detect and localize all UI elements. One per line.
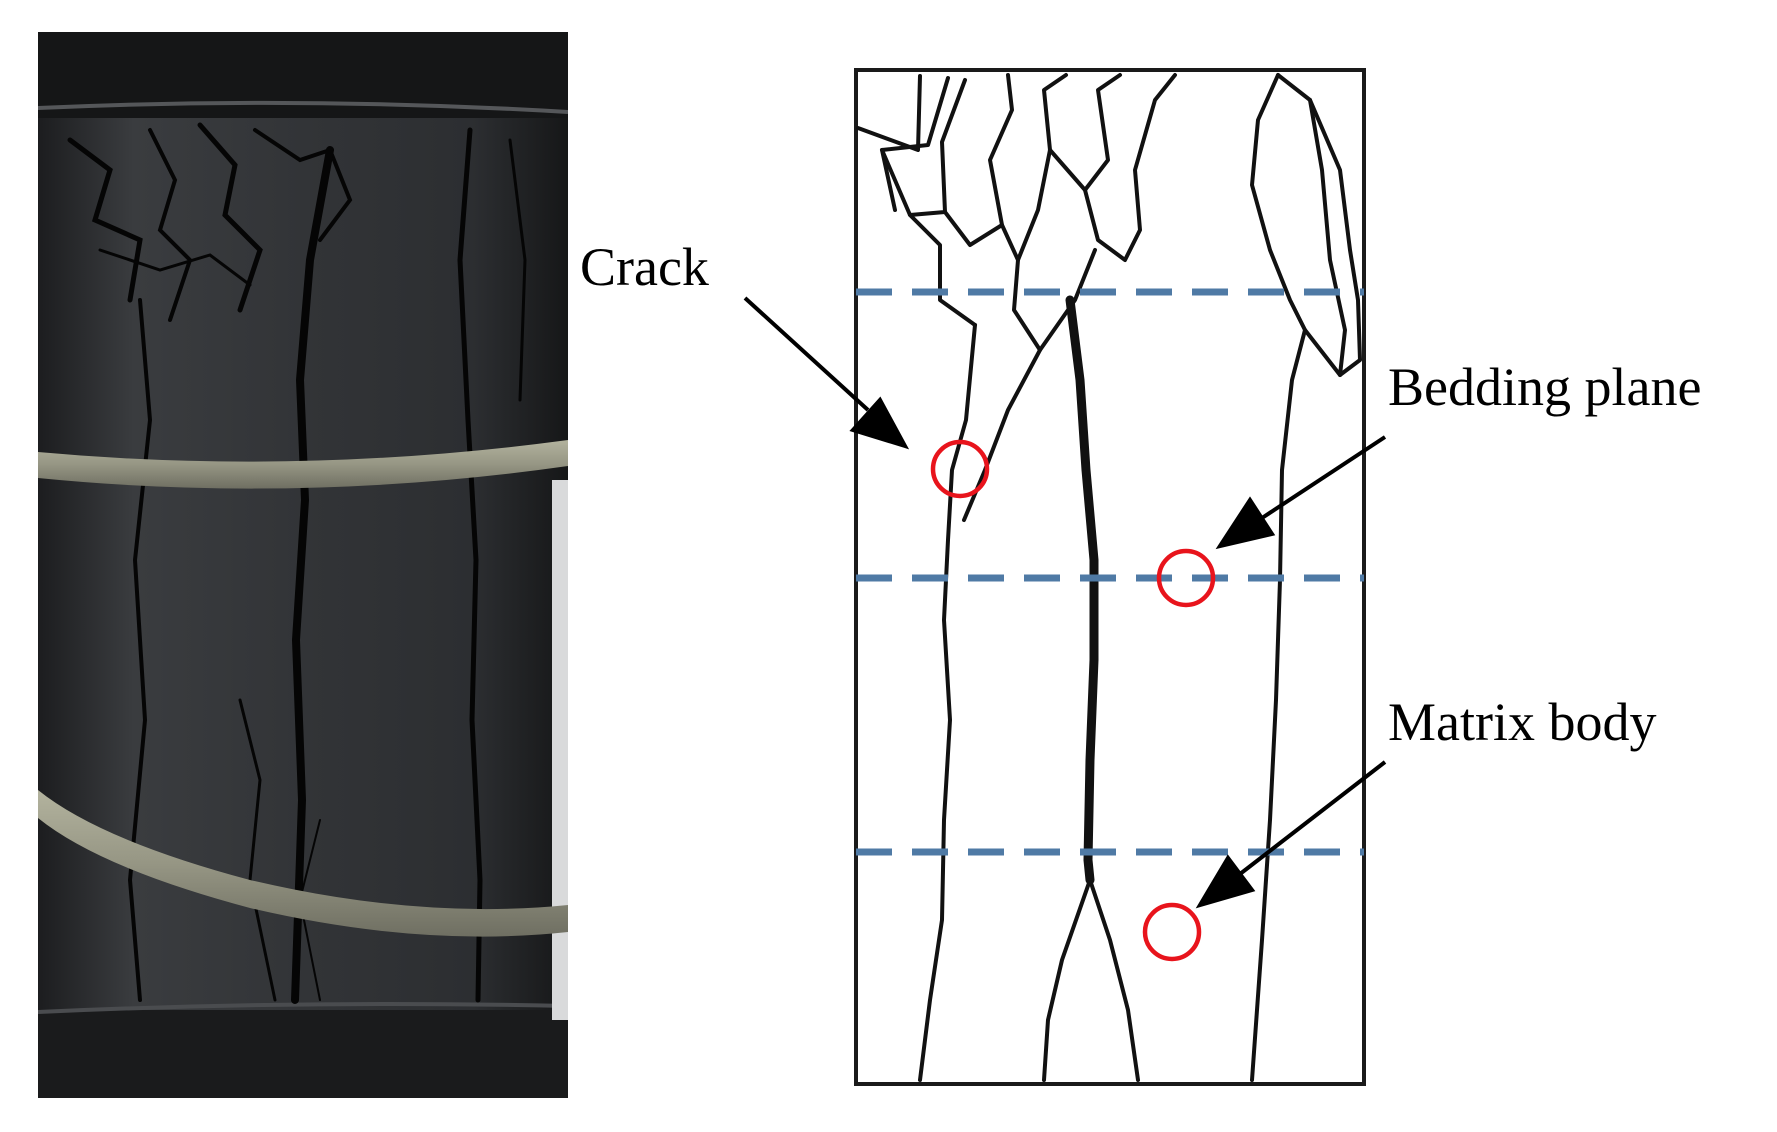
- sketch-crack: [1276, 73, 1362, 377]
- specimen-photo: [38, 32, 568, 1098]
- sketch-crack: [1048, 73, 1122, 192]
- tape-band-lower: [38, 790, 568, 937]
- bedding-plane-arrow-shaft: [1260, 435, 1387, 520]
- bedding-plane-marker-circle: [1156, 548, 1216, 608]
- crack-label: Crack: [580, 237, 709, 297]
- crack-sketch: Crack Bedding plane Matrix body: [580, 68, 1701, 1086]
- photo-right-backdrop: [552, 480, 568, 1020]
- specimen-cap-edge: [38, 100, 568, 114]
- matrix-body-arrow-shaft: [1238, 760, 1387, 876]
- specimen-crack: [67, 137, 143, 303]
- matrix-body-marker-circle: [1142, 902, 1202, 962]
- sketch-crack: [1308, 98, 1347, 377]
- specimen-cracks: [67, 122, 527, 1004]
- specimen-crack: [98, 248, 252, 287]
- specimen-crack: [238, 698, 277, 1002]
- specimen-base-edge: [38, 1002, 568, 1014]
- sketch-crack: [908, 213, 977, 327]
- sketch-crack: [918, 323, 977, 1082]
- specimen-crack: [127, 298, 153, 1002]
- sketch-crack: [880, 76, 950, 212]
- specimen-crack: [508, 138, 527, 402]
- sketch-crack: [1000, 73, 1068, 262]
- crack-arrow-head: [849, 396, 910, 450]
- sketch-crack: [962, 348, 1042, 522]
- annotation-arrows: [743, 296, 1387, 909]
- crack-arrow-shaft: [743, 296, 870, 412]
- crack-marker-circle: [930, 439, 990, 499]
- specimen-crack: [148, 128, 193, 322]
- tape-band-upper: [38, 440, 568, 489]
- sketch-crack: [943, 73, 1014, 247]
- sketch-crack: [1083, 73, 1177, 262]
- sketch-crack: [856, 74, 922, 152]
- specimen-crack: [457, 127, 483, 1003]
- sketch-crack-main: [1065, 295, 1099, 885]
- sketch-crack-lines: [856, 73, 1362, 1082]
- specimen-crack: [197, 122, 263, 313]
- matrix-body-arrow-head: [1195, 854, 1256, 909]
- matrix-body-label: Matrix body: [1388, 692, 1656, 752]
- marker-circles: [930, 439, 1216, 962]
- bedding-plane-label: Bedding plane: [1388, 357, 1701, 417]
- specimen-bottom-base: [38, 1010, 568, 1098]
- bedding-plane-arrow-head: [1215, 496, 1276, 550]
- bedding-dashed-lines: [856, 288, 1364, 856]
- sketch-crack: [1250, 73, 1307, 1082]
- sketch-crack: [1042, 878, 1092, 1082]
- sketch-crack: [1088, 878, 1140, 1082]
- specimen-crack: [291, 146, 334, 1004]
